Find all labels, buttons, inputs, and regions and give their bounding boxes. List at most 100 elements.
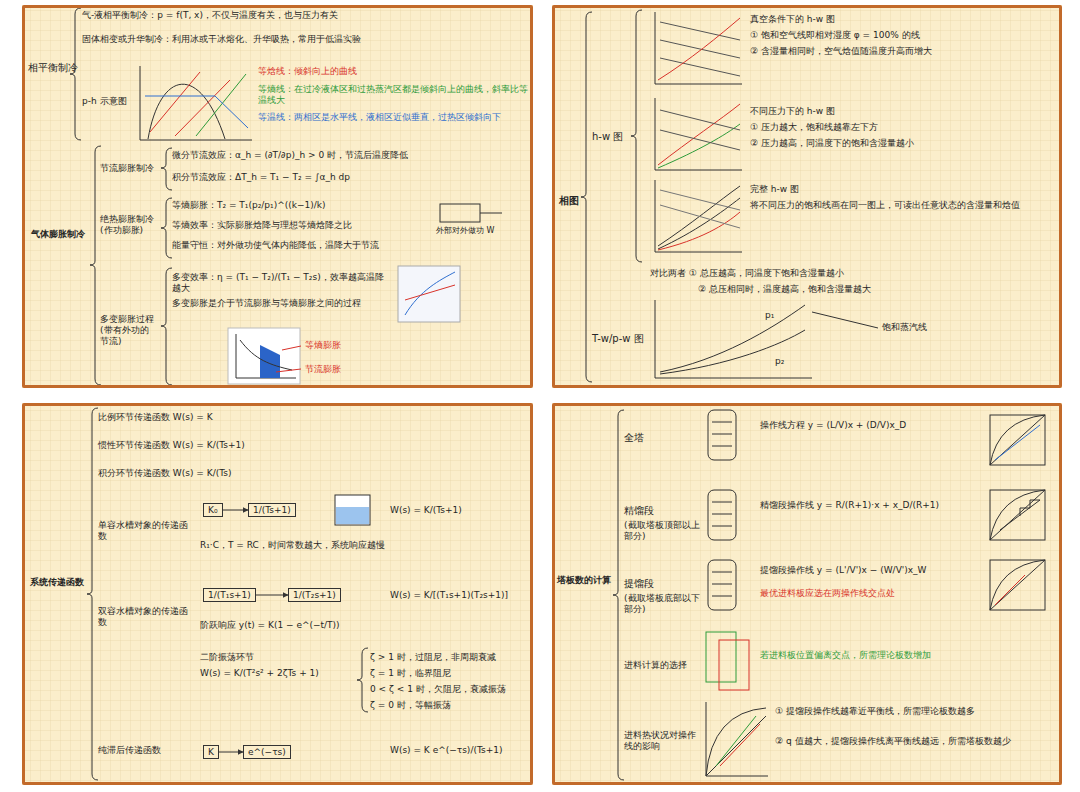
topic-title: 塔板数的计算 [557, 574, 611, 587]
note-text: 节流膨胀制冷 [100, 163, 156, 174]
mccabe-thiele-plot [990, 560, 1045, 610]
block-box: 1/(T₁s+1) [203, 588, 256, 602]
note-text: W(s) = K e^(−τs)/(Ts+1) [390, 745, 502, 756]
bracket [70, 8, 642, 780]
note-text: 操作线方程 y = (L/V)x + (D/V)x_D [760, 420, 980, 431]
block-label: e^(−τs) [248, 747, 286, 757]
note-text: 进料计算的选择 [624, 660, 702, 671]
note-text: ② 含湿量相同时，空气焓值随温度升高而增大 [750, 46, 1050, 57]
block-label: 1/(Ts+1) [253, 505, 291, 515]
block-label: 1/(T₁s+1) [208, 590, 251, 600]
bracket [581, 12, 592, 382]
note-text: 对比两者 ① 总压越高，同温度下饱和含湿量越小 [650, 268, 1050, 279]
block-label: K [208, 747, 214, 757]
note-text: 不同压力下的 h-w 图 [750, 106, 1050, 117]
mccabe-thiele-plot [1000, 500, 1040, 530]
note-text: 最优进料板应选在两操作线交点处 [760, 588, 980, 599]
topic-panel: 气体膨胀制冷 [22, 5, 533, 388]
topic-title: 相图 [559, 194, 579, 208]
bracket [357, 648, 368, 712]
block-box: 1/(T₂s+1) [288, 588, 341, 602]
note-text: 多变效率：η = (T₁ − T₂)/(T₁ − T₂s)，效率越高温降越大 [172, 272, 392, 294]
note-text: 进料热状况对操作线的影响 [624, 730, 702, 752]
expansion-figure [398, 266, 460, 322]
block-box: e^(−τs) [243, 745, 291, 759]
note-text: ② 压力越高，同温度下的饱和含湿量越小 [750, 138, 1050, 149]
note-text: ζ > 1 时，过阻尼，非周期衰减 [370, 652, 496, 663]
h-w-plot [660, 22, 740, 76]
y-x-plot [706, 708, 766, 776]
note-text: 能量守恒：对外做功使气体内能降低，温降大于节流 [172, 240, 432, 251]
p-h-plot [150, 72, 200, 132]
note-text: W(s) = K/(Ts+1) [390, 505, 462, 516]
note-text: ① 饱和空气线即相对湿度 φ = 100% 的线 [750, 30, 1050, 41]
bracket [613, 410, 624, 780]
p-h-plot [140, 66, 252, 140]
note-text: 若进料板位置偏离交点，所需理论板数增加 [760, 650, 980, 661]
bracket [90, 146, 101, 385]
note-text: 纯滞后传递函数 [98, 745, 161, 756]
tank-sketch [335, 495, 370, 525]
t-s-figure [260, 345, 280, 378]
h-w-plot [655, 12, 742, 252]
bracket [631, 10, 642, 262]
mccabe-thiele-plot [995, 575, 1025, 605]
t-s-figure [236, 334, 296, 378]
note-text: 精馏段操作线 y = R/(R+1)·x + x_D/(R+1) [760, 500, 980, 511]
p-h-plot [140, 66, 252, 140]
y-x-plot [720, 724, 760, 766]
h-w-plot [658, 198, 740, 249]
column-sketch [712, 502, 732, 526]
signal-arrow [219, 752, 243, 753]
block-box: 1/(Ts+1) [248, 503, 296, 517]
note-text: 惯性环节传递函数 W(s) = K/(Ts+1) [98, 440, 245, 451]
note-text: 精馏段 [624, 505, 654, 517]
h-w-plot [658, 18, 740, 80]
note-text: 等熵线：在过冷液体区和过热蒸汽区都是倾斜向上的曲线，斜率比等温线大 [258, 84, 530, 106]
column-sketch [712, 422, 732, 446]
p-h-plot [196, 74, 246, 136]
topic-panel: 相图 [552, 5, 1062, 388]
column-sketch [712, 572, 732, 596]
note-text: 等熵膨胀 [305, 340, 341, 351]
note-text: 相平衡制冷 [28, 62, 78, 74]
h-w-plot [655, 12, 742, 84]
note-text: W(s) = K/[(T₁s+1)(T₂s+1)] [390, 590, 508, 601]
note-text: p-h 示意图 [82, 96, 127, 107]
note-text: 二阶振荡环节 [200, 652, 254, 663]
signal-arrow [256, 595, 288, 596]
note-text: 积分节流效应：ΔT_h = T₁ − T₂ = ∫α_h dp [172, 172, 432, 183]
h-w-plot [655, 98, 742, 170]
mccabe-thiele-plot [990, 415, 1045, 465]
note-text: 提馏段 [624, 578, 654, 590]
column-sketch [708, 560, 736, 610]
note-text: 积分环节传递函数 W(s) = K/(Ts) [98, 468, 231, 479]
bracket [161, 268, 172, 385]
note-text: ② 总压相同时，温度越高，饱和含湿量越大 [698, 284, 1048, 295]
topic-title: 气体膨胀制冷 [31, 228, 85, 241]
topic-title: 系统传递函数 [30, 576, 84, 589]
expansion-figure [398, 266, 460, 322]
note-text: 等温线：两相区是水平线，液相区近似垂直，过热区倾斜向下 [258, 112, 530, 123]
y-x-plot [706, 702, 768, 776]
note-text: h-w 图 [592, 131, 623, 143]
note-text: p₁ [765, 310, 774, 321]
note-text: 多变膨胀过程 (带有外功的节流) [100, 314, 156, 346]
h-w-plot [658, 212, 740, 250]
h-w-plot [660, 190, 740, 228]
block-box: K₀ [203, 503, 223, 517]
p-h-plot [148, 84, 225, 139]
note-text: 阶跃响应 y(t) = K(1 − e^(−t/T)) [200, 620, 500, 631]
mccabe-thiele-plot [990, 415, 1045, 465]
block-box: K [203, 745, 219, 759]
note-text: 绝热膨胀制冷 (作功膨胀) [100, 214, 156, 236]
y-x-plot [716, 716, 756, 766]
note-text: 完整 h-w 图 [750, 184, 1050, 195]
t-w-plot [660, 330, 805, 374]
piston-sketch [440, 204, 480, 222]
y-x-plot [706, 716, 766, 776]
h-w-plot [658, 104, 740, 165]
note-text: 全塔 [624, 432, 644, 444]
panel-ground [22, 403, 533, 785]
